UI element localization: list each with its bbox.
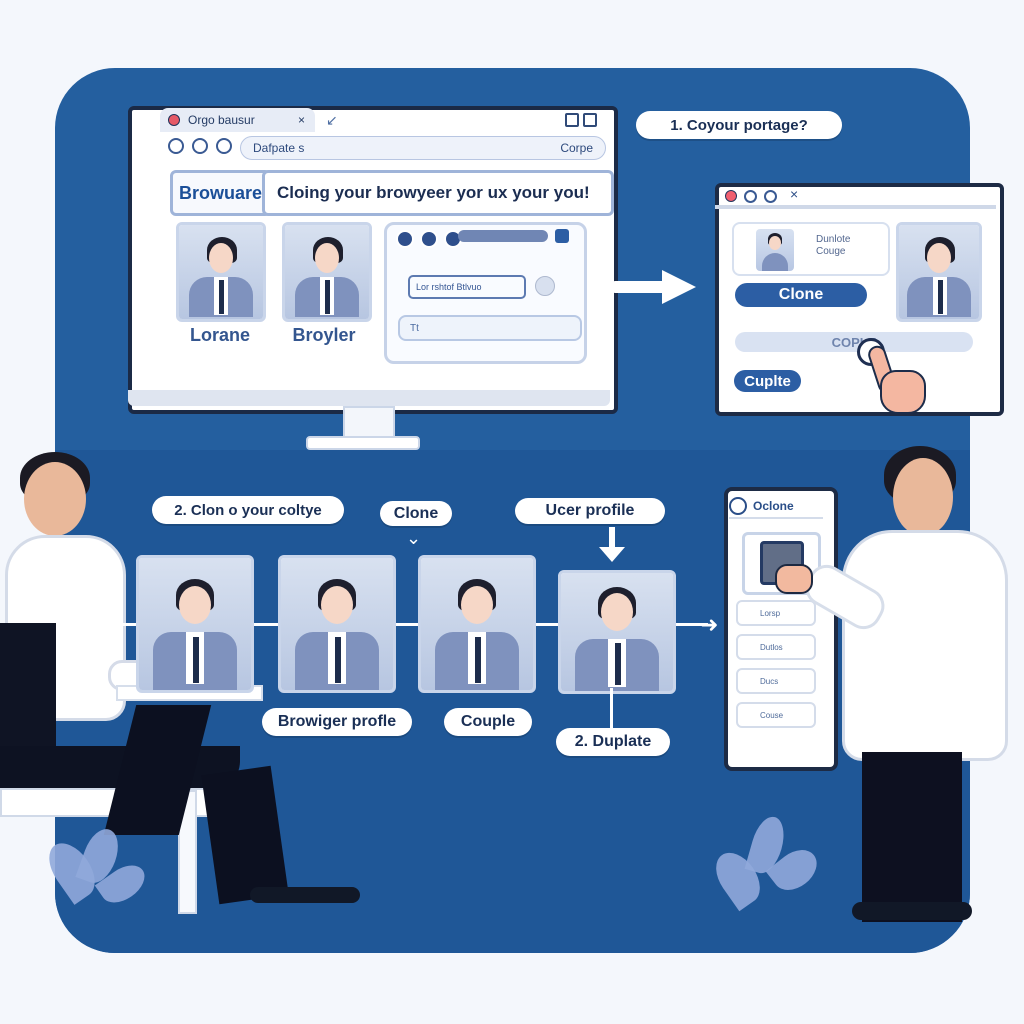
side-window-header: Oclone [729, 495, 823, 519]
timeline-line [388, 623, 422, 626]
small-circle-button[interactable] [535, 276, 555, 296]
clone-window-controls [725, 190, 777, 203]
right-person-shirt [842, 530, 1008, 761]
side-list-item[interactable]: Ducs [736, 668, 816, 694]
window-control-icon[interactable] [565, 113, 605, 129]
clone-profile-card[interactable]: Dunlote Couge [732, 222, 890, 276]
clone-button[interactable]: Clone [735, 283, 867, 307]
side-list-item[interactable]: Lorsp [736, 600, 816, 626]
timeline-line [668, 623, 708, 626]
left-person-shoe [250, 887, 360, 903]
right-person-shoes [852, 902, 972, 920]
control-circle-icon[interactable] [192, 138, 208, 154]
small-field-2[interactable]: Tt [398, 315, 582, 341]
profile-card-left[interactable] [176, 222, 266, 322]
address-right-text: Corpe [560, 141, 593, 155]
couple-callout: Couple [444, 708, 532, 736]
timeline-card-2[interactable] [278, 555, 396, 693]
timeline-line [248, 623, 282, 626]
clone-subtitle-2: Couge [816, 246, 846, 257]
right-person-head [893, 458, 953, 536]
down-arrow-icon: ⌄ [406, 528, 422, 548]
side-window-title: Oclone [753, 499, 794, 513]
down-arrow-icon [596, 527, 628, 567]
timeline-connector [610, 688, 613, 730]
right-arrow-icon [612, 270, 698, 304]
step-2-callout: 2. Clon o your coltye [152, 496, 344, 524]
ucer-profile-callout: Ucer profile [515, 498, 665, 524]
timeline-card-3[interactable] [418, 555, 536, 693]
step-1-callout: 1. Coyour portage? [636, 111, 842, 139]
timeline-card-1[interactable] [136, 555, 254, 693]
clone-small-callout: Clone [380, 501, 452, 526]
close-icon[interactable]: × [790, 186, 799, 202]
settings-toggle[interactable] [555, 229, 569, 243]
browser-tab[interactable]: Orgo bausur × [160, 108, 315, 132]
brand-label: Browuare [178, 182, 263, 203]
address-bar[interactable]: Dafpate s Corpe [240, 136, 606, 160]
complete-button[interactable]: Cuplte [734, 370, 801, 392]
tab-title: Orgo bausur [188, 113, 255, 127]
right-arrow-icon: ➜ [700, 612, 719, 637]
copy-button[interactable]: COPLE [735, 332, 973, 352]
settings-slider[interactable] [458, 230, 548, 242]
address-text: Dafpate s [253, 141, 305, 155]
clone-subtitle-1: Dunlote [816, 234, 851, 245]
profile-name-right: Broyler [292, 325, 356, 345]
side-list-item[interactable]: Dutlos [736, 634, 816, 660]
left-person-head [24, 462, 86, 536]
duplate-callout: 2. Duplate [556, 728, 670, 756]
monitor-base [306, 436, 420, 450]
profile-card-right[interactable] [282, 222, 372, 322]
control-circle-icon[interactable] [168, 138, 184, 154]
browser-profile-callout: Browiger profle [262, 708, 412, 736]
browser-controls [168, 138, 232, 154]
monitor-bottom [128, 390, 610, 406]
new-tab-icon[interactable]: ↙ [326, 112, 338, 128]
close-icon[interactable]: × [297, 113, 305, 127]
settings-controls [396, 230, 462, 248]
clone-header-divider [715, 205, 996, 209]
headline-box: Cloing your browyeer yor ux your you! [262, 170, 614, 216]
cursor-hand-icon [862, 343, 930, 420]
clone-preview-card [896, 222, 982, 322]
brand-box: Browuare [170, 170, 271, 216]
timeline-line [528, 623, 562, 626]
side-list-item[interactable]: Couse [736, 702, 816, 728]
timeline-card-4[interactable] [558, 570, 676, 694]
small-field-1[interactable]: Lor rshtof Btlvuo [408, 275, 526, 299]
pointing-hand-icon [775, 564, 813, 594]
side-list: Lorsp Dutlos Ducs Couse [736, 600, 816, 728]
tab-dot-icon [168, 114, 180, 126]
control-circle-icon[interactable] [216, 138, 232, 154]
headline-text: Cloing your browyeer yor ux your you! [277, 183, 590, 202]
profile-name-left: Lorane [189, 325, 250, 345]
timeline-line [106, 623, 140, 626]
right-person-legs [862, 752, 962, 922]
